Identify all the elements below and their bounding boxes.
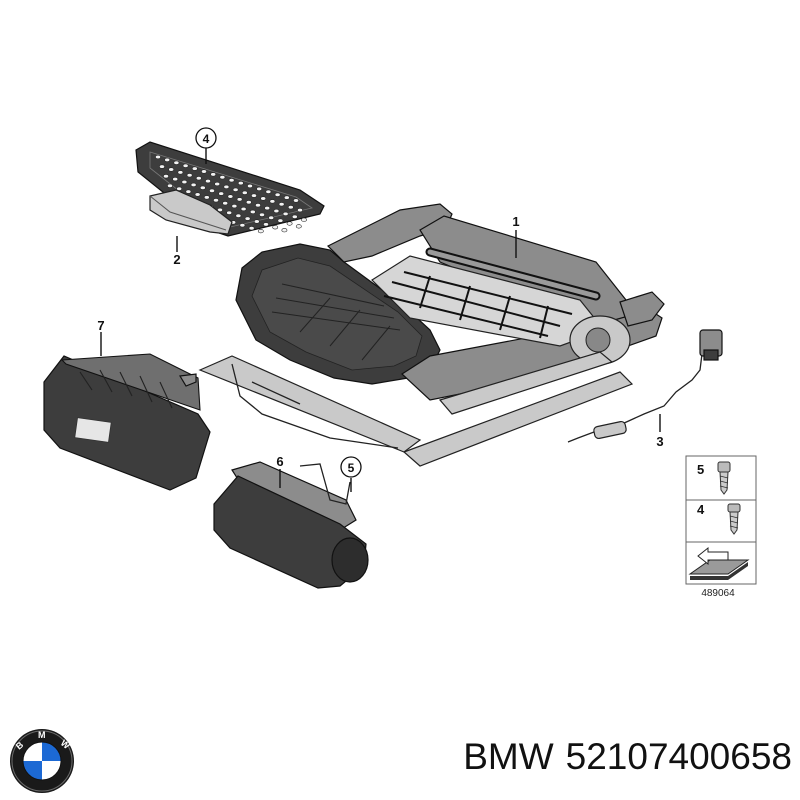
callout-4-ring [195, 127, 217, 149]
callout-5: 5 [348, 461, 355, 475]
seat-cushion-pad [135, 141, 325, 237]
fastener-legend: 5 4 489064 [685, 455, 757, 599]
callout-2: 2 [173, 252, 180, 267]
callout-3: 3 [656, 434, 663, 449]
callouts: 1 2 3 4 5 6 7 [97, 127, 664, 492]
part-number: 52107400658 [565, 736, 792, 777]
legend-number-4: 4 [697, 502, 705, 517]
svg-text:M: M [38, 730, 46, 740]
legend-number-5: 5 [697, 462, 704, 477]
screw-icon [727, 503, 741, 535]
screw-icon [717, 461, 731, 495]
callout-6: 6 [276, 454, 283, 469]
callout-4: 4 [203, 132, 210, 146]
svg-text:B: B [14, 739, 26, 751]
part-caption: BMW 52107400658 [380, 736, 792, 778]
seat-frame [198, 203, 665, 467]
seat-side-cover [43, 353, 211, 491]
orientation-arrow-icon [688, 546, 750, 580]
callout-5-ring [340, 456, 362, 478]
callout-7: 7 [97, 318, 104, 333]
bmw-roundel-logo: B M W [10, 729, 74, 793]
seat-tube-bracket [213, 461, 369, 589]
callout-1: 1 [512, 214, 519, 229]
figure-number: 489064 [701, 588, 735, 599]
wire-harness [567, 329, 723, 443]
seat-adjust-lever [149, 189, 233, 235]
brand-name: BMW [463, 736, 554, 777]
